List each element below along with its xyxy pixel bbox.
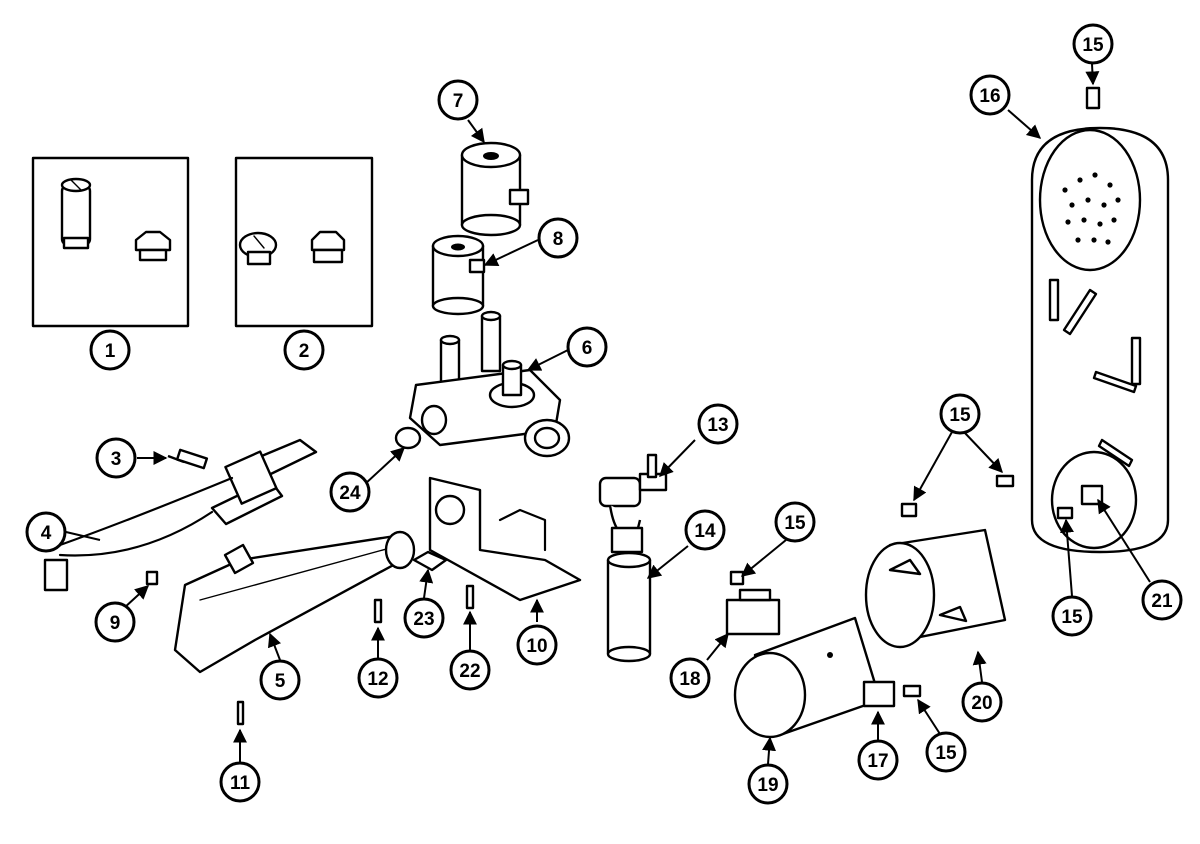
part-4-igniter bbox=[43, 438, 318, 592]
callout-8: 8 bbox=[537, 217, 579, 259]
callout-label: 15 bbox=[1082, 35, 1104, 56]
part-19-housing bbox=[733, 616, 882, 739]
callout-13: 13 bbox=[697, 403, 739, 445]
part-15-screws bbox=[729, 86, 1101, 698]
callout-10: 10 bbox=[516, 624, 558, 666]
part-20-shield bbox=[864, 528, 1007, 649]
part-23-clip bbox=[412, 550, 448, 572]
callout-label: 15 bbox=[1061, 607, 1083, 628]
callout-label: 1 bbox=[105, 341, 116, 362]
part-2-orifice-kit bbox=[234, 156, 374, 328]
callout-15-bottom: 15 bbox=[925, 731, 967, 773]
callout-label: 24 bbox=[339, 483, 361, 504]
callout-2: 2 bbox=[283, 329, 325, 371]
callout-14: 14 bbox=[684, 509, 726, 551]
callout-label: 12 bbox=[367, 669, 388, 690]
callout-12: 12 bbox=[357, 657, 399, 699]
callout-5: 5 bbox=[259, 659, 301, 701]
callout-20: 20 bbox=[961, 681, 1003, 723]
part-18-switch bbox=[725, 588, 781, 636]
callout-24: 24 bbox=[329, 471, 371, 513]
part-9-screw bbox=[145, 570, 159, 586]
callout-label: 3 bbox=[111, 449, 122, 470]
callout-label: 13 bbox=[707, 415, 728, 436]
callout-1: 1 bbox=[89, 329, 131, 371]
callout-label: 19 bbox=[757, 775, 778, 796]
callout-label: 8 bbox=[553, 229, 564, 250]
callout-11: 11 bbox=[219, 761, 261, 803]
part-5-burner bbox=[173, 530, 416, 674]
callout-label: 9 bbox=[110, 613, 121, 634]
part-7-coil bbox=[460, 141, 530, 237]
part-8-coil bbox=[431, 234, 486, 316]
callout-label: 10 bbox=[526, 636, 547, 657]
callout-15-right: 15 bbox=[1051, 595, 1093, 637]
callout-18: 18 bbox=[669, 657, 711, 699]
callout-label: 4 bbox=[41, 523, 52, 544]
callout-label: 22 bbox=[459, 661, 480, 682]
callout-15-middle: 15 bbox=[939, 393, 981, 435]
callout-15-top: 15 bbox=[1072, 23, 1114, 65]
callout-label: 16 bbox=[979, 86, 1000, 107]
part-3-screw bbox=[167, 448, 209, 470]
part-10-bracket bbox=[428, 476, 582, 602]
part-6-gas-valve bbox=[394, 310, 571, 458]
callout-16: 16 bbox=[969, 74, 1011, 116]
leader-lines bbox=[65, 63, 1151, 765]
part-12-screw bbox=[373, 598, 383, 624]
callout-label: 11 bbox=[230, 773, 251, 794]
callout-label: 15 bbox=[784, 513, 806, 534]
callout-21: 21 bbox=[1141, 579, 1183, 621]
callout-label: 5 bbox=[275, 671, 286, 692]
callout-label: 18 bbox=[679, 669, 700, 690]
callout-label: 15 bbox=[949, 405, 971, 426]
part-17-switch bbox=[862, 680, 896, 708]
callout-label: 2 bbox=[299, 341, 310, 362]
part-14-pipe bbox=[606, 551, 652, 663]
callout-7: 7 bbox=[437, 79, 479, 121]
callout-6: 6 bbox=[566, 326, 608, 368]
callout-label: 17 bbox=[867, 751, 888, 772]
callout-label: 7 bbox=[453, 91, 464, 112]
part-22-screw bbox=[465, 584, 475, 610]
callout-label: 6 bbox=[582, 338, 593, 359]
part-13-fitting bbox=[598, 453, 668, 554]
callout-label: 21 bbox=[1151, 591, 1173, 612]
callout-label: 23 bbox=[413, 609, 434, 630]
callout-label: 20 bbox=[971, 693, 992, 714]
part-21-clip bbox=[1080, 484, 1104, 506]
part-1-orifice-kit bbox=[31, 156, 190, 328]
callout-19: 19 bbox=[747, 763, 789, 805]
callout-9: 9 bbox=[94, 601, 136, 643]
callout-4: 4 bbox=[25, 511, 67, 553]
part-11-screw bbox=[236, 700, 245, 726]
callout-3: 3 bbox=[95, 437, 137, 479]
callout-15-center: 15 bbox=[774, 501, 816, 543]
callout-label: 15 bbox=[935, 743, 957, 764]
callout-23: 23 bbox=[403, 597, 445, 639]
callout-17: 17 bbox=[857, 739, 899, 781]
callout-22: 22 bbox=[449, 649, 491, 691]
callout-label: 14 bbox=[694, 521, 716, 542]
